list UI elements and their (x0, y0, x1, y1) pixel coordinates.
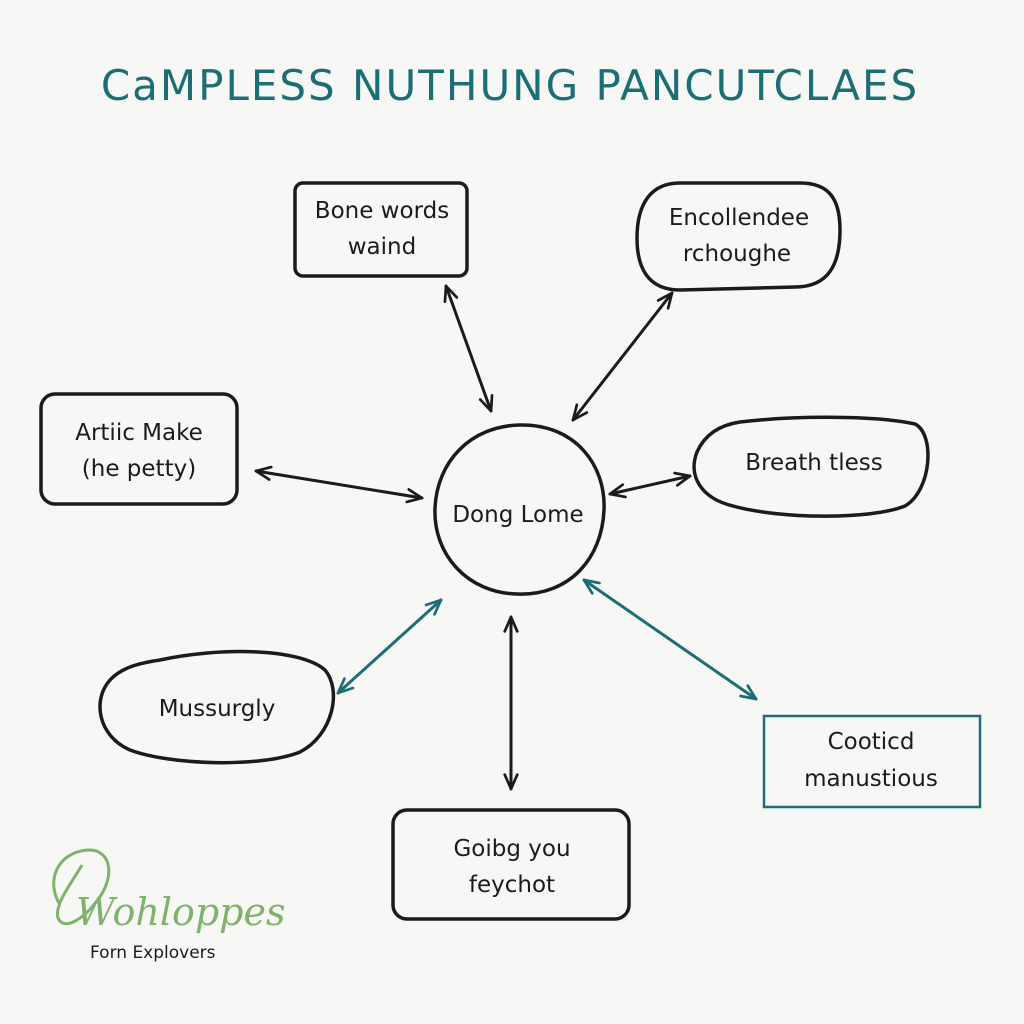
node-cooticd[interactable]: Cooticd manustious (762, 714, 982, 809)
node-bone-words-shape (293, 181, 469, 278)
node-bone-words[interactable]: Bone words waind (293, 181, 469, 278)
center-node[interactable]: Dong Lome (433, 423, 606, 596)
center-node-shape (433, 423, 606, 596)
node-goibg-you-line-1: Goibg you (453, 836, 570, 862)
node-cooticd-line-2: manustious (804, 766, 938, 792)
arrow-cooticd-center (582, 578, 758, 701)
node-bone-words-line-2: waind (348, 234, 416, 260)
node-encollendee-shape (635, 181, 842, 292)
node-artiic-make-shape (39, 392, 239, 506)
brand-logo: Wohloppes Forn Explovers (52, 848, 286, 963)
logo-tagline: Forn Explovers (90, 943, 216, 963)
node-mussurgly-shape (98, 649, 336, 765)
node-bone-words-line-1: Bone words (315, 198, 449, 224)
arrow-bone-words-center (443, 284, 494, 413)
node-breath-tless-label: Breath tless (745, 450, 882, 476)
diagram-title: CaMPLESS NUTHUNG PANCUTCLAES (101, 61, 919, 110)
arrow-encollendee-center (571, 291, 674, 422)
node-artiic-make-line-1: Artiic Make (75, 420, 203, 446)
center-node-label: Dong Lome (452, 502, 583, 528)
node-goibg-you-line-2: feychot (469, 872, 555, 898)
node-encollendee-line-1: Encollendee (669, 205, 809, 231)
logo-mark-icon (52, 848, 111, 926)
node-cooticd-line-1: Cooticd (828, 729, 915, 755)
node-mussurgly-label: Mussurgly (159, 696, 276, 722)
arrow-mussurgly-center (336, 598, 443, 695)
node-goibg-you[interactable]: Goibg you feychot (391, 808, 631, 921)
node-cooticd-shape (762, 714, 982, 809)
node-breath-tless-shape (692, 415, 930, 518)
node-encollendee[interactable]: Encollendee rchoughe (635, 181, 842, 292)
node-mussurgly[interactable]: Mussurgly (98, 649, 336, 765)
node-encollendee-line-2: rchoughe (683, 241, 791, 267)
arrow-artiic-make-center (254, 465, 424, 504)
arrow-breath-tless-center (608, 471, 692, 499)
node-artiic-make-line-2: (he petty) (82, 456, 196, 482)
node-breath-tless[interactable]: Breath tless (692, 415, 930, 518)
logo-wordmark: Wohloppes (76, 890, 286, 934)
node-goibg-you-shape (391, 808, 631, 921)
node-artiic-make[interactable]: Artiic Make (he petty) (39, 392, 239, 506)
